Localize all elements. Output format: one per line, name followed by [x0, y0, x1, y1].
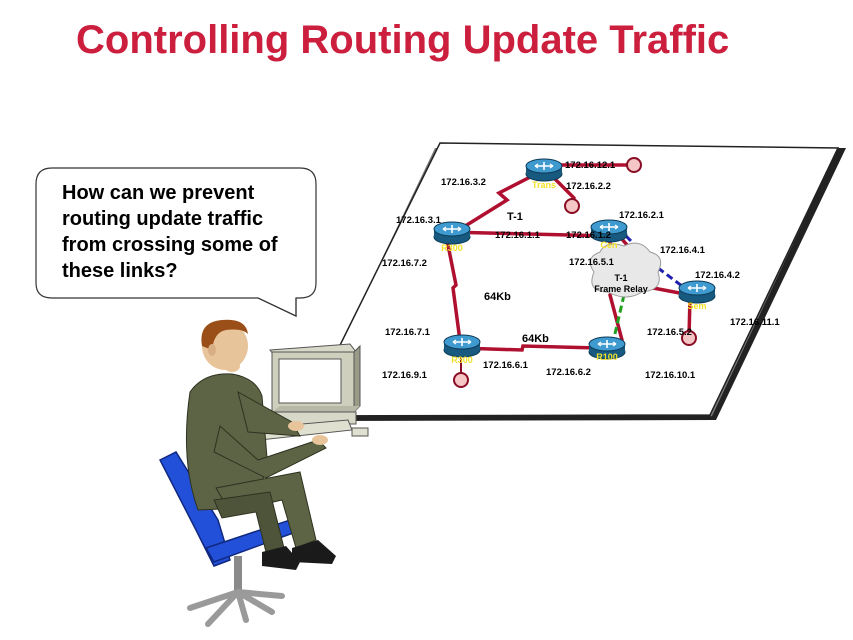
network-platform [303, 142, 846, 421]
question-text: How can we prevent routing update traffi… [62, 182, 278, 282]
slide-title: Controlling Routing Update Traffic [76, 18, 730, 62]
link-label-64kb-left: 64Kb [484, 291, 511, 303]
ip-label: 172.16.9.1 [382, 370, 428, 381]
router-right-bottom: R100 [588, 336, 626, 362]
ip-label: 172.16.6.2 [546, 367, 591, 378]
ip-label: 172.16.2.2 [566, 181, 611, 192]
ip-label: 172.16.1.1 [495, 230, 541, 241]
ip-label: 172.16.2.1 [619, 210, 665, 221]
stub-left-bottom [453, 372, 469, 388]
ip-label: 172.16.6.1 [483, 360, 529, 371]
ip-labels: 172.16.12.1 172.16.3.2 172.16.2.2 172.16… [382, 160, 780, 381]
router-trans: Trans [525, 158, 563, 190]
ip-label: 172.16.5.1 [569, 257, 615, 268]
stub-trans-right [626, 157, 642, 173]
ip-label: 172.16.7.1 [385, 327, 431, 338]
frame-relay-cloud: T-1 Frame Relay [589, 242, 662, 298]
cloud-label-t1: T-1 [614, 273, 627, 283]
router-label-right-bottom: R100 [596, 352, 618, 362]
link-label-t1: T-1 [507, 211, 523, 223]
router-label-trans: Trans [532, 180, 556, 190]
cloud-label-frame-relay: Frame Relay [594, 284, 648, 294]
router-left-top: R300 [433, 221, 471, 253]
router-label-right-top: Cen [600, 240, 617, 250]
ip-label: 172.16.11.1 [730, 317, 780, 328]
stub-links [453, 157, 697, 388]
ip-label: 172.16.10.1 [645, 370, 696, 381]
computer-workstation [255, 343, 369, 441]
stub-far-right [681, 330, 697, 346]
ip-label: 172.16.7.2 [382, 258, 427, 269]
link-label-64kb-bottom: 64Kb [522, 333, 549, 345]
link-speed-labels: T-1 64Kb 64Kb [484, 211, 549, 345]
speech-bubble [35, 167, 317, 317]
router-label-left-bottom: R300 [451, 355, 473, 365]
ip-label: 172.16.3.2 [441, 177, 486, 188]
router-far-right: Sem [678, 280, 716, 311]
ip-label: 172.16.12.1 [565, 160, 616, 171]
router-right-top: Cen [590, 219, 628, 250]
ip-label: 172.16.4.1 [660, 245, 706, 256]
ip-label: 172.16.5.2 [647, 327, 692, 338]
router-label-far-right: Sem [687, 301, 706, 311]
router-left-bottom: R300 [443, 334, 481, 365]
ip-label: 172.16.3.1 [396, 215, 442, 226]
ip-label: 172.16.1.2 [566, 230, 611, 241]
router-label-left-top: R300 [441, 243, 463, 253]
person-figure [185, 319, 336, 570]
ip-label: 172.16.4.2 [695, 270, 740, 281]
stub-trans-lower [564, 198, 580, 214]
